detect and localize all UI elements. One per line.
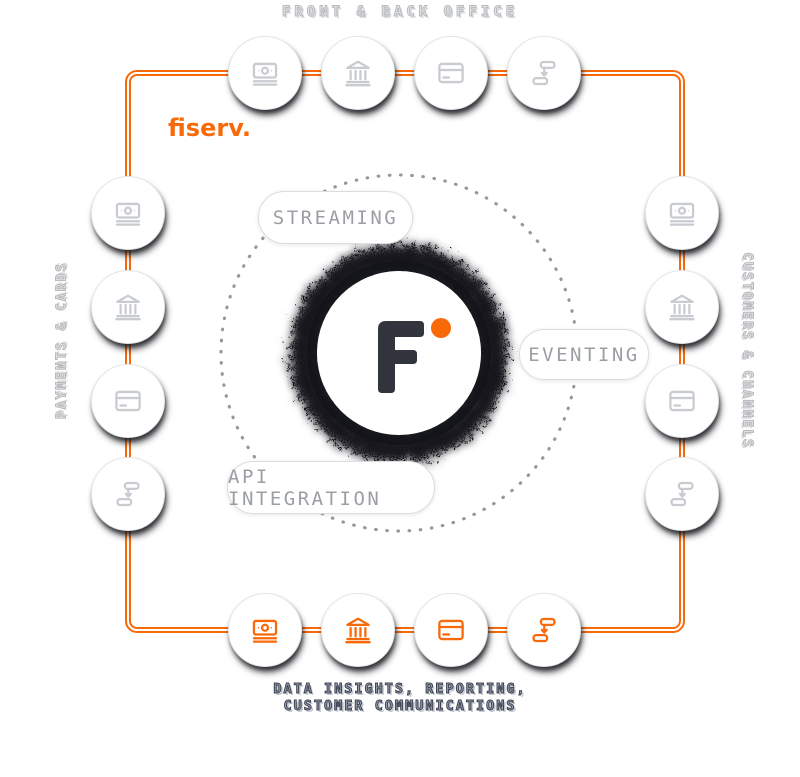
front-back-office-label: FRONT & BACK OFFICE	[281, 4, 519, 21]
node-left-flow-icon	[91, 457, 165, 531]
cash-icon	[111, 196, 145, 230]
node-top-flow-icon	[507, 36, 581, 110]
node-right-cash-icon	[645, 176, 719, 250]
flow-icon	[665, 477, 699, 511]
eventing-pill: EVENTING	[519, 329, 649, 380]
node-bottom-flow-icon	[507, 593, 581, 667]
card-icon	[434, 56, 468, 90]
cash-icon	[665, 196, 699, 230]
f-letter-logo	[378, 321, 424, 393]
node-right-flow-icon	[645, 457, 719, 531]
node-right-card-icon	[645, 364, 719, 438]
node-right-bank-icon	[645, 270, 719, 344]
center-logo-circle	[290, 244, 508, 462]
node-left-cash-icon	[91, 176, 165, 250]
data-insights-label: DATA INSIGHTS, REPORTING, CUSTOMER COMMU…	[0, 681, 800, 715]
node-top-cash-icon	[228, 36, 302, 110]
flow-icon	[111, 477, 145, 511]
node-top-bank-icon	[321, 36, 395, 110]
card-icon	[434, 613, 468, 647]
card-icon	[111, 384, 145, 418]
streaming-pill-label: STREAMING	[272, 206, 399, 229]
node-bottom-cash-icon	[228, 593, 302, 667]
bank-icon	[665, 290, 699, 324]
node-top-card-icon	[414, 36, 488, 110]
eventing-pill-label: EVENTING	[528, 343, 640, 366]
data-insights-label-line1: DATA INSIGHTS, REPORTING,	[273, 681, 527, 698]
cash-icon	[248, 56, 282, 90]
perimeter-connector-line	[125, 70, 685, 633]
node-bottom-bank-icon	[321, 593, 395, 667]
card-icon	[665, 384, 699, 418]
payments-cards-label: PAYMENTS & CARDS	[54, 261, 70, 420]
flow-icon	[527, 613, 561, 647]
grain-halo	[290, 244, 508, 462]
api-integration-pill: API INTEGRATION	[227, 461, 435, 514]
data-insights-label-line2: CUSTOMER COMMUNICATIONS	[283, 698, 517, 715]
fiserv-logo: fiserv.	[168, 114, 251, 142]
streaming-pill: STREAMING	[258, 191, 413, 244]
bank-icon	[111, 290, 145, 324]
customers-channels-label: CUSTOMERS & CHANNELS	[739, 252, 755, 450]
bank-icon	[341, 613, 375, 647]
orange-dot-icon	[431, 318, 451, 338]
api-integration-pill-label: API INTEGRATION	[228, 465, 382, 510]
bank-icon	[341, 56, 375, 90]
node-left-bank-icon	[91, 270, 165, 344]
node-left-card-icon	[91, 364, 165, 438]
node-bottom-card-icon	[414, 593, 488, 667]
flow-icon	[527, 56, 561, 90]
cash-icon	[248, 613, 282, 647]
